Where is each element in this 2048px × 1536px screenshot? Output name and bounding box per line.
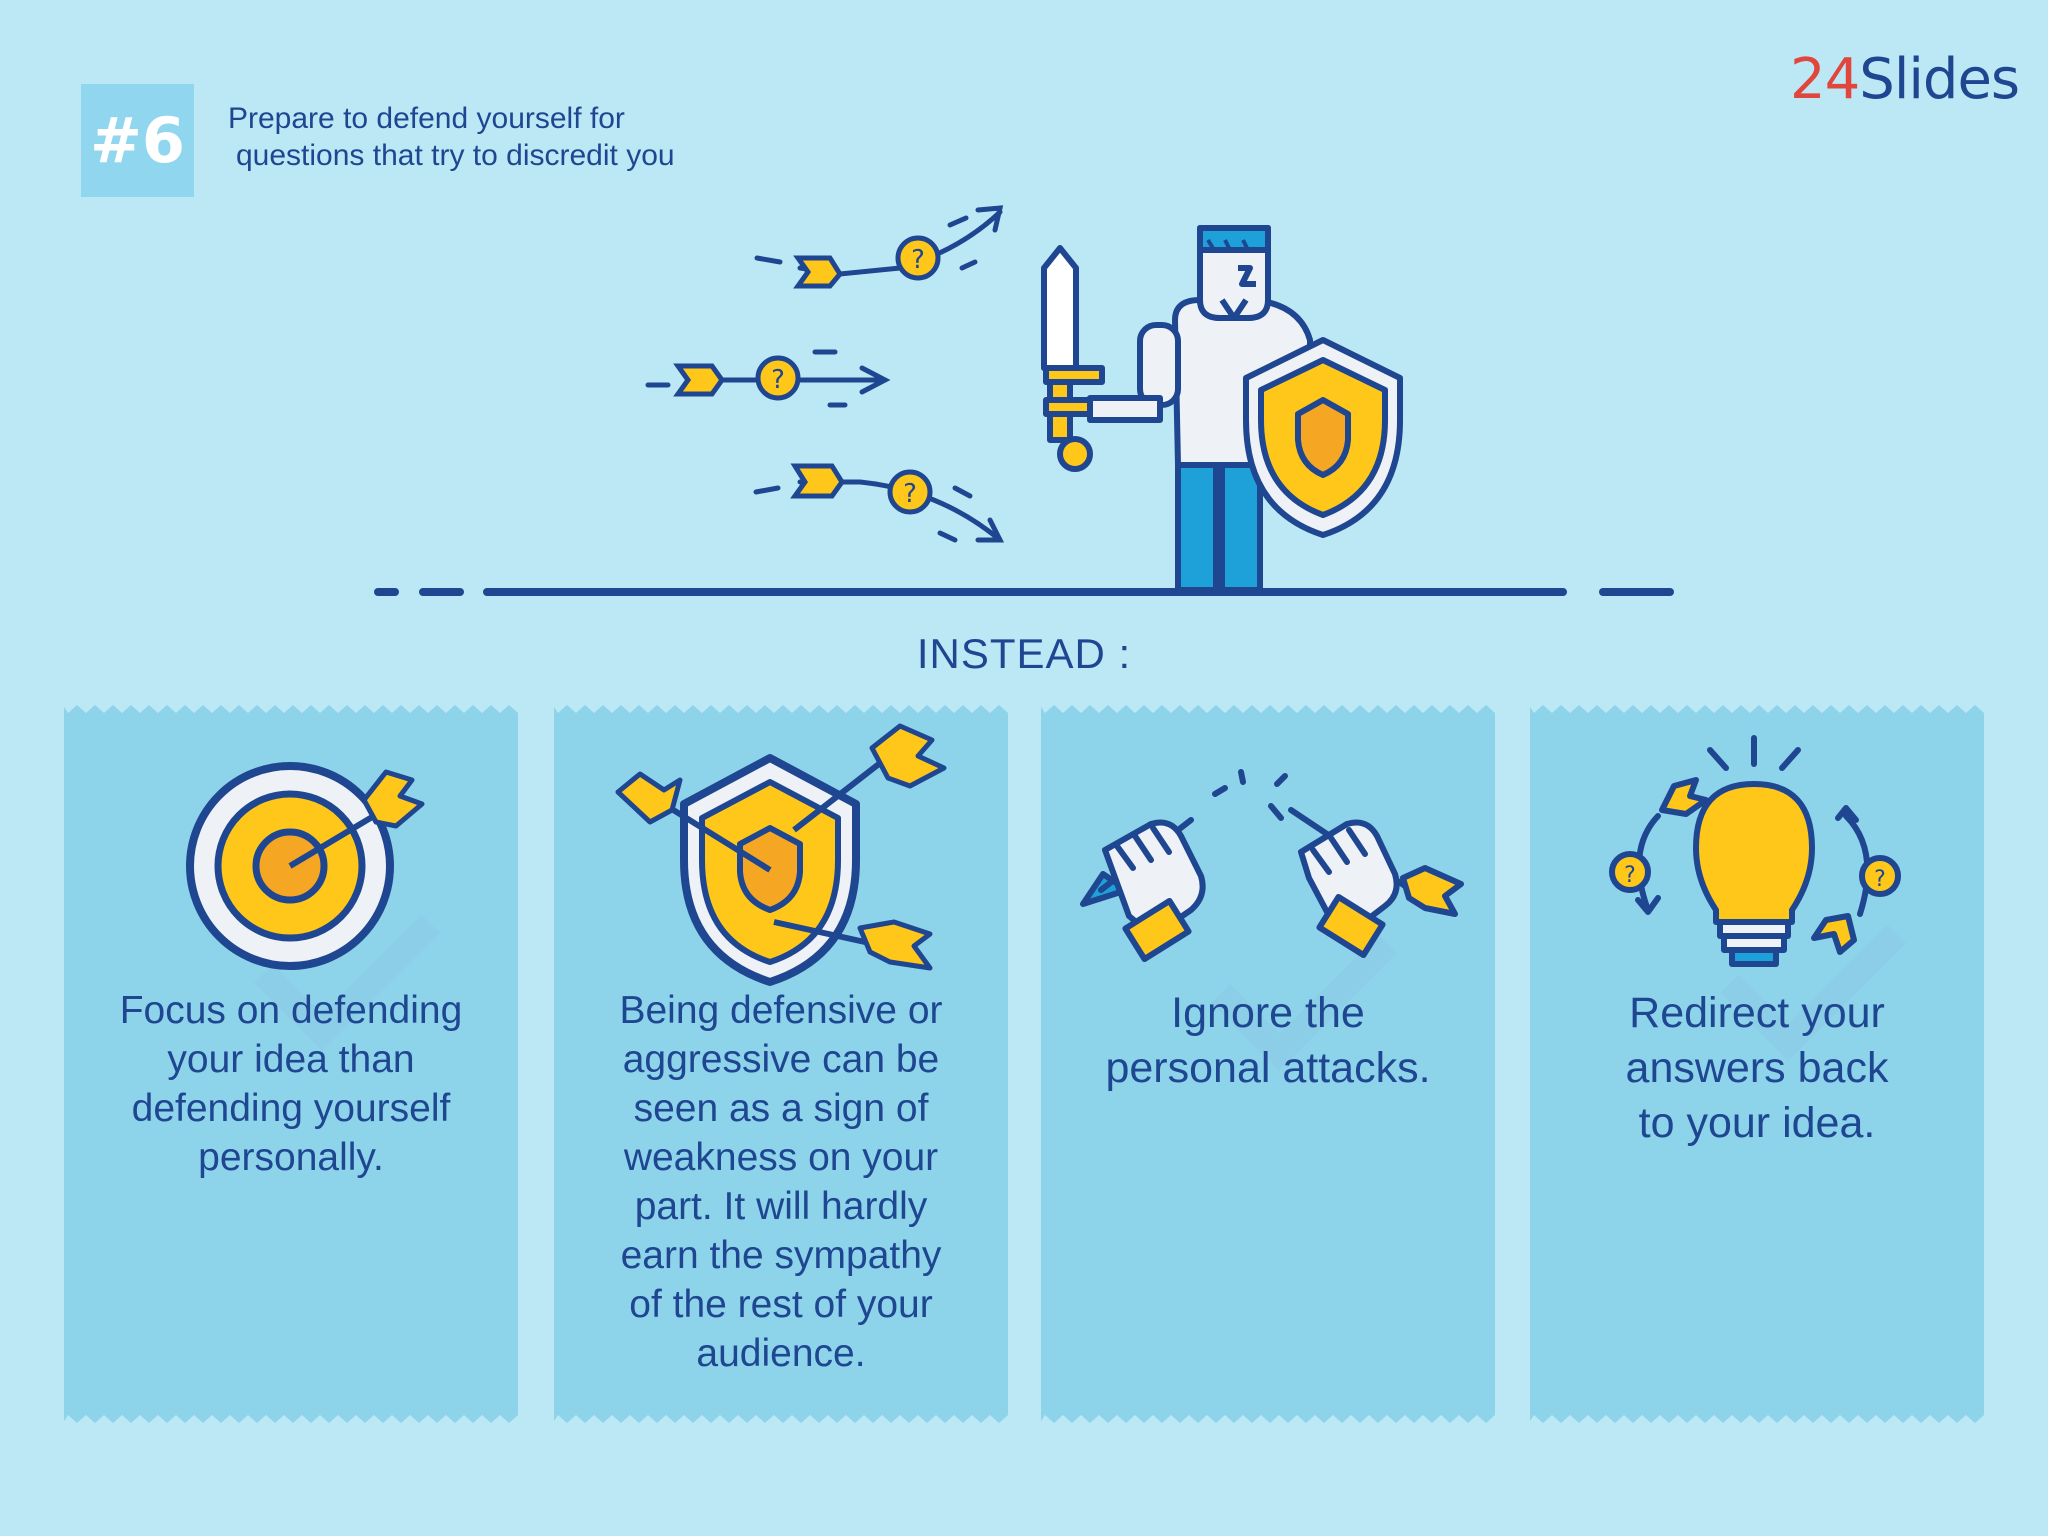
incoming-arrow-bottom-icon: ? <box>753 463 1005 543</box>
step-number-badge: #6 <box>81 84 194 197</box>
svg-text:?: ? <box>771 365 785 395</box>
logo-name: Slides <box>1859 47 2020 112</box>
incoming-arrow-top-icon: ? <box>754 205 1004 289</box>
card-bottom-edge <box>1041 1415 1495 1429</box>
defender-illustration: ? ? ? <box>374 205 1674 596</box>
shield-icon <box>1243 337 1403 538</box>
step-heading-line-2: questions that try to discredit you <box>236 139 675 172</box>
lightbulb-icon: ? ? <box>1609 735 1901 967</box>
instead-label: INSTEAD : <box>916 630 1132 677</box>
card-bottom-edge <box>1530 1415 1984 1429</box>
card-bottom-edge <box>64 1415 518 1429</box>
card-top-edge <box>64 699 518 713</box>
svg-text:?: ? <box>1874 867 1886 892</box>
svg-text:?: ? <box>903 479 917 509</box>
card-bottom-edge <box>554 1415 1008 1429</box>
hands-breaking-arrow-icon <box>1080 769 1464 963</box>
sword-icon <box>1041 245 1105 472</box>
svg-text:?: ? <box>1624 863 1636 888</box>
incoming-arrow-middle-icon: ? <box>645 349 891 408</box>
shield-arrows-icon <box>615 723 947 986</box>
step-heading: Prepare to defend yourself for questions… <box>228 100 788 174</box>
card-top-edge <box>1041 699 1495 713</box>
card-top-edge <box>554 699 1008 713</box>
card-top-edge <box>1530 699 1984 713</box>
target-icon <box>186 762 425 970</box>
logo-digits: 24 <box>1790 47 1860 112</box>
brand-logo: 24Slides <box>1790 47 2020 112</box>
svg-text:?: ? <box>911 245 925 275</box>
step-heading-line-1: Prepare to defend yourself for <box>228 102 625 135</box>
